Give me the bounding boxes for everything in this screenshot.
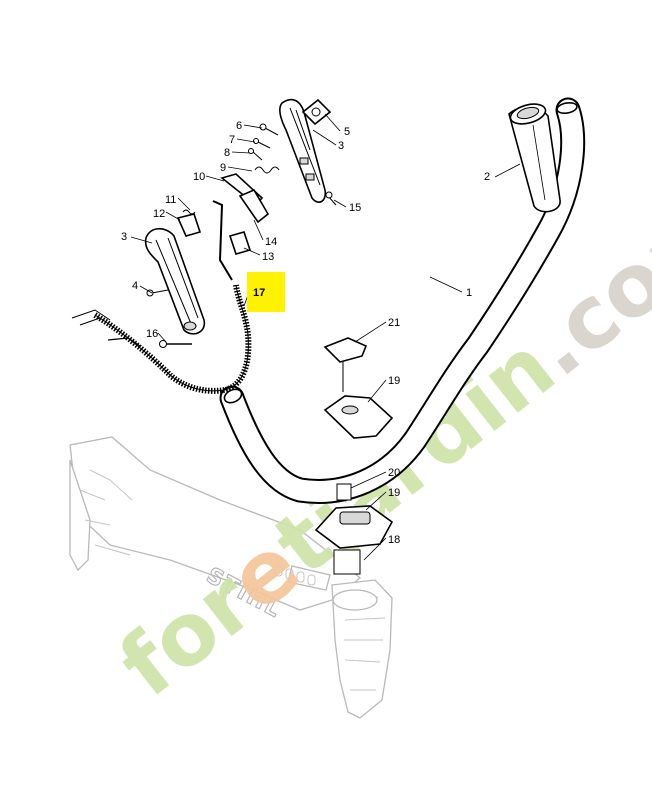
callout-15: 15 bbox=[349, 202, 361, 214]
part-19-clamp-upper bbox=[323, 395, 394, 439]
part-3-housing-right bbox=[279, 98, 327, 203]
part-7-pin bbox=[253, 138, 271, 149]
part-18-spring bbox=[333, 549, 361, 575]
part-3-housing-left bbox=[144, 227, 206, 335]
callout-7: 7 bbox=[229, 134, 235, 146]
part-4-screw bbox=[146, 289, 169, 297]
callout-19b: 19 bbox=[388, 487, 400, 499]
callout-8: 8 bbox=[224, 147, 230, 159]
callout-5: 5 bbox=[344, 126, 350, 138]
callout-16: 16 bbox=[146, 328, 158, 340]
part-13-lock bbox=[228, 231, 252, 255]
machine-housing: STIHL bbox=[69, 436, 393, 719]
callout-21: 21 bbox=[388, 317, 400, 329]
part-6-pin bbox=[259, 123, 279, 136]
callout-10: 10 bbox=[193, 171, 205, 183]
part-1-handlebar bbox=[219, 97, 586, 504]
callout-20: 20 bbox=[388, 467, 400, 479]
callout-9: 9 bbox=[220, 162, 226, 174]
part-16-screw bbox=[159, 340, 192, 348]
part-15-screw bbox=[325, 191, 337, 206]
callout-4: 4 bbox=[132, 280, 138, 292]
part-5-clip bbox=[301, 98, 332, 126]
throttle-rod bbox=[212, 200, 233, 281]
vent-slots bbox=[274, 565, 316, 586]
callout-14: 14 bbox=[265, 236, 277, 248]
part-2-grip bbox=[508, 103, 561, 213]
callout-labels: 1 2 3 3 4 5 6 7 8 9 10 11 12 13 14 15 16… bbox=[121, 120, 490, 546]
leader-lines bbox=[130, 113, 521, 561]
callout-19a: 19 bbox=[388, 375, 400, 387]
callout-17: 17 bbox=[253, 287, 265, 299]
part-17-highlight bbox=[247, 272, 285, 312]
callout-1: 1 bbox=[466, 287, 472, 299]
part-12-trigger bbox=[176, 213, 202, 237]
part-9-spring bbox=[254, 166, 280, 174]
part-17-throttle-cable bbox=[71, 284, 252, 394]
part-20-spring bbox=[336, 483, 352, 501]
part-14-slider bbox=[238, 188, 270, 224]
part-19-clamp-lower bbox=[314, 505, 394, 549]
callout-11: 11 bbox=[165, 194, 176, 206]
callout-3a: 3 bbox=[338, 140, 344, 152]
part-21-knob bbox=[323, 337, 368, 392]
callout-6: 6 bbox=[236, 120, 242, 132]
callout-13: 13 bbox=[262, 251, 274, 263]
callout-18: 18 bbox=[388, 534, 400, 546]
part-8-screw bbox=[248, 148, 263, 161]
callout-3b: 3 bbox=[121, 231, 127, 243]
callout-2: 2 bbox=[484, 171, 490, 183]
callout-12: 12 bbox=[153, 208, 165, 220]
